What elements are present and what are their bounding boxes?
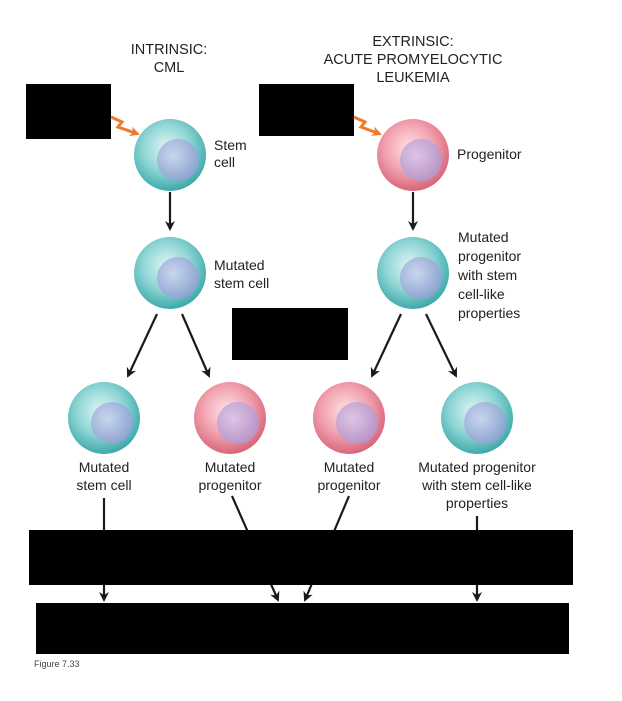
mutated-progenitor-mid-label-line3: with stem [457,267,517,283]
stem-cell-label-line2: cell [214,154,235,170]
bottom-4-label-line1: Mutated progenitor [418,459,536,475]
bottom-4-label-line2: with stem cell-like [421,477,532,493]
bottom-1-label-line2: stem cell [76,477,131,493]
redacted-box-top-right [259,84,354,136]
bottom-cell-4 [441,382,513,454]
bottom-cell-2 [194,382,266,454]
mutation-arrow-right [353,115,382,136]
bottom-4-label-line3: properties [446,495,508,511]
redacted-box-middle [232,308,348,360]
mutated-stem-cell-mid-label-line1: Mutated [214,257,265,273]
bottom-cell-1 [68,382,140,454]
mutated-progenitor-mid-label-line1: Mutated [458,229,509,245]
mutated-progenitor-mid [377,237,449,309]
extrinsic-header-line2: ACUTE PROMYELOCYTIC [324,52,503,68]
intrinsic-header-line2: CML [154,60,185,76]
mutation-arrow-left [110,115,140,137]
stem-cell-label-line1: Stem [214,137,247,153]
arrow-mid-right-to-bottom-3 [370,313,402,378]
bottom-3-label-line2: progenitor [317,477,380,493]
progenitor-cell [377,119,449,191]
arrow-mid-right-to-bottom-4 [425,313,458,378]
bottom-cell-3 [313,382,385,454]
bottom-3-label-line1: Mutated [324,459,375,475]
bottom-2-label-line1: Mutated [205,459,256,475]
mutated-stem-cell-mid-label-line2: stem cell [214,275,269,291]
progenitor-label: Progenitor [457,146,522,162]
bottom-1-label-line1: Mutated [79,459,130,475]
mutated-stem-cell-mid [134,237,206,309]
extrinsic-header-line1: EXTRINSIC: [372,34,453,50]
extrinsic-header-line3: LEUKEMIA [376,70,450,86]
redacted-band-lower [36,603,569,654]
redacted-box-top-left [26,84,111,139]
figure-caption: Figure 7.33 [34,659,80,669]
mutated-progenitor-mid-label-line4: cell-like [458,286,505,302]
arrow-mid-left-to-bottom-1 [126,313,158,378]
arrow-mid-left-to-bottom-2 [180,313,211,378]
stem-cell [134,119,206,191]
intrinsic-header-line1: INTRINSIC: [131,42,208,58]
bottom-2-label-line2: progenitor [198,477,261,493]
redacted-band-upper [29,530,573,585]
mutated-progenitor-mid-label-line2: progenitor [458,248,521,264]
mutated-progenitor-mid-label-line5: properties [458,305,520,321]
